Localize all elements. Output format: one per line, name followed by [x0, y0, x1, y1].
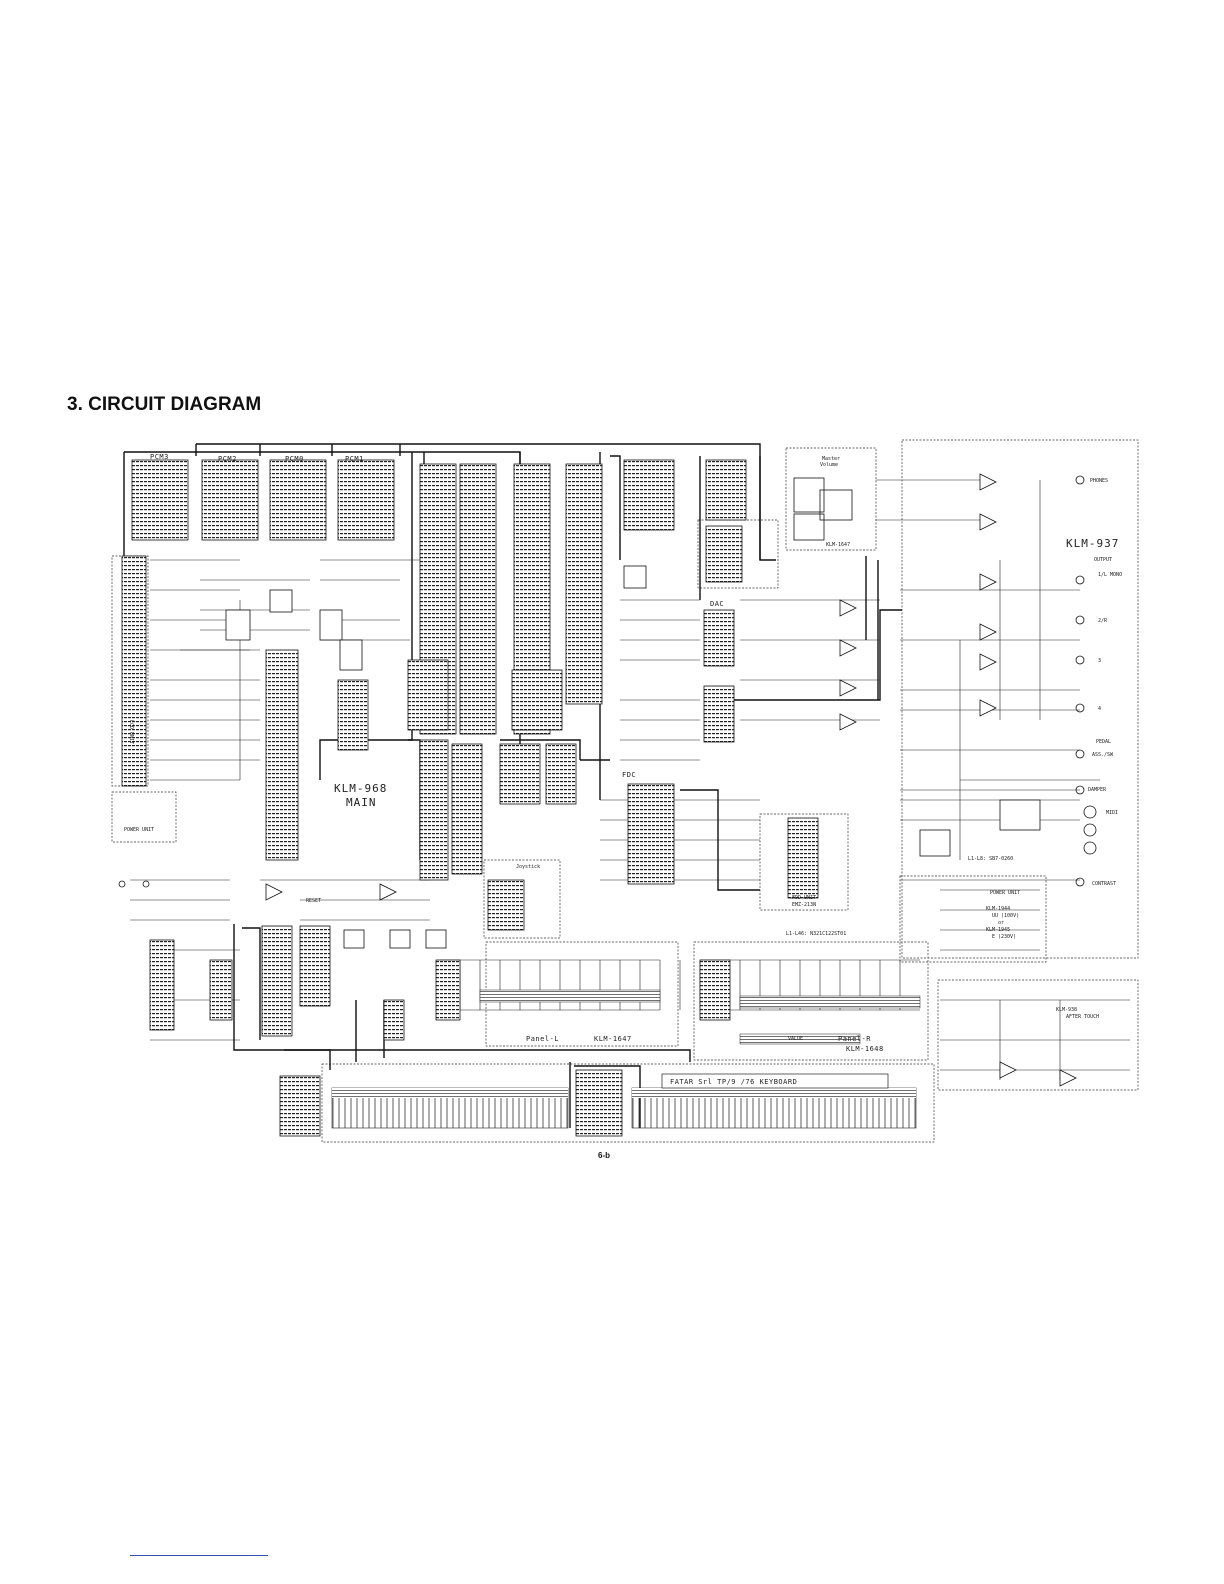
fdd-label-1: FDD UNIT	[792, 895, 816, 901]
power-unit-right-l4: KLM-1945	[986, 927, 1010, 933]
ferrite-label: L1-L8: SB7-0260	[968, 856, 1013, 862]
panel-r-board: KLM-1648	[846, 1045, 884, 1053]
ferrite2-label: L1-L46: N321C122ST01	[786, 931, 846, 937]
power-unit-right-l3: or	[998, 920, 1004, 926]
value-label: VALUE	[788, 1036, 803, 1042]
ass-sw-label: ASS./SW	[1092, 752, 1114, 758]
pedal-label: PEDAL	[1096, 739, 1111, 745]
power-unit-right-l1: KLM-1944	[986, 906, 1010, 912]
output-4-label: 4	[1098, 706, 1101, 712]
keyboard-frame	[321, 1063, 935, 1143]
pcm0-chip	[269, 459, 327, 541]
pcm2-chip	[201, 459, 259, 541]
page-number: 6-b	[598, 1151, 610, 1160]
pcm3-chip	[131, 459, 189, 541]
after-touch-name: AFTER TOUCH	[1066, 1014, 1099, 1020]
reset-label: RESET	[306, 898, 321, 904]
keyboard-label: FATAR Srl TP/9 /76 KEYBOARD	[670, 1078, 797, 1086]
panel-l-board: KLM-1647	[594, 1035, 632, 1043]
after-touch-frame	[937, 979, 1139, 1091]
main-board-name: KLM-968	[334, 782, 387, 795]
power-unit-right-label: POWER UNIT	[990, 890, 1020, 896]
master-volume-frame	[785, 447, 877, 551]
output-label: OUTPUT	[1094, 557, 1112, 563]
master-volume-label-2: Volume	[820, 462, 838, 468]
contrast-label: CONTRAST	[1092, 881, 1116, 887]
lcd-unit-label: LCD UNIT	[128, 720, 134, 744]
master-volume-label-1: Master	[822, 456, 840, 462]
power-unit-right-l5: E (230V)	[992, 934, 1016, 940]
pcm0-label: PCM0	[285, 455, 304, 463]
fdd-label-2: EMZ-213N	[792, 902, 816, 908]
after-touch-board: KLM-938	[1056, 1007, 1077, 1013]
power-unit-left-label: POWER UNIT	[124, 827, 154, 833]
panel-l-name: Panel-L	[526, 1035, 559, 1043]
power-unit-right-l2: UU (100V)	[992, 913, 1019, 919]
page-title: 3. CIRCUIT DIAGRAM	[67, 394, 262, 415]
output-board-frame	[901, 439, 1139, 959]
master-volume-board: KLM-1647	[826, 542, 850, 548]
fdd-frame	[759, 813, 849, 911]
fdc-label: FDC	[622, 771, 636, 779]
output-board-name: KLM-937	[1066, 537, 1119, 550]
phones-label: PHONES	[1090, 478, 1108, 484]
panel-r-frame	[693, 941, 929, 1061]
pcm3-label: PCM3	[150, 453, 169, 461]
footer-rule	[130, 1555, 268, 1556]
pcm1-label: PCM1	[345, 455, 364, 463]
panel-r-name: Panel-R	[838, 1035, 871, 1043]
output-1-label: 1/L MONO	[1098, 572, 1122, 578]
damper-label: DAMPER	[1088, 787, 1107, 793]
pcm2-label: PCM2	[218, 455, 237, 463]
power-unit-right-frame	[899, 875, 1047, 963]
pcm1-chip	[337, 459, 395, 541]
output-3-label: 3	[1098, 658, 1101, 664]
dac-label: DAC	[710, 600, 724, 608]
joystick-label: Joystick	[516, 864, 540, 870]
main-board-sub: MAIN	[346, 796, 377, 809]
midi-label: MIDI	[1106, 810, 1118, 816]
power-unit-left-frame	[111, 791, 177, 843]
output-2-label: 2/R	[1098, 618, 1108, 624]
